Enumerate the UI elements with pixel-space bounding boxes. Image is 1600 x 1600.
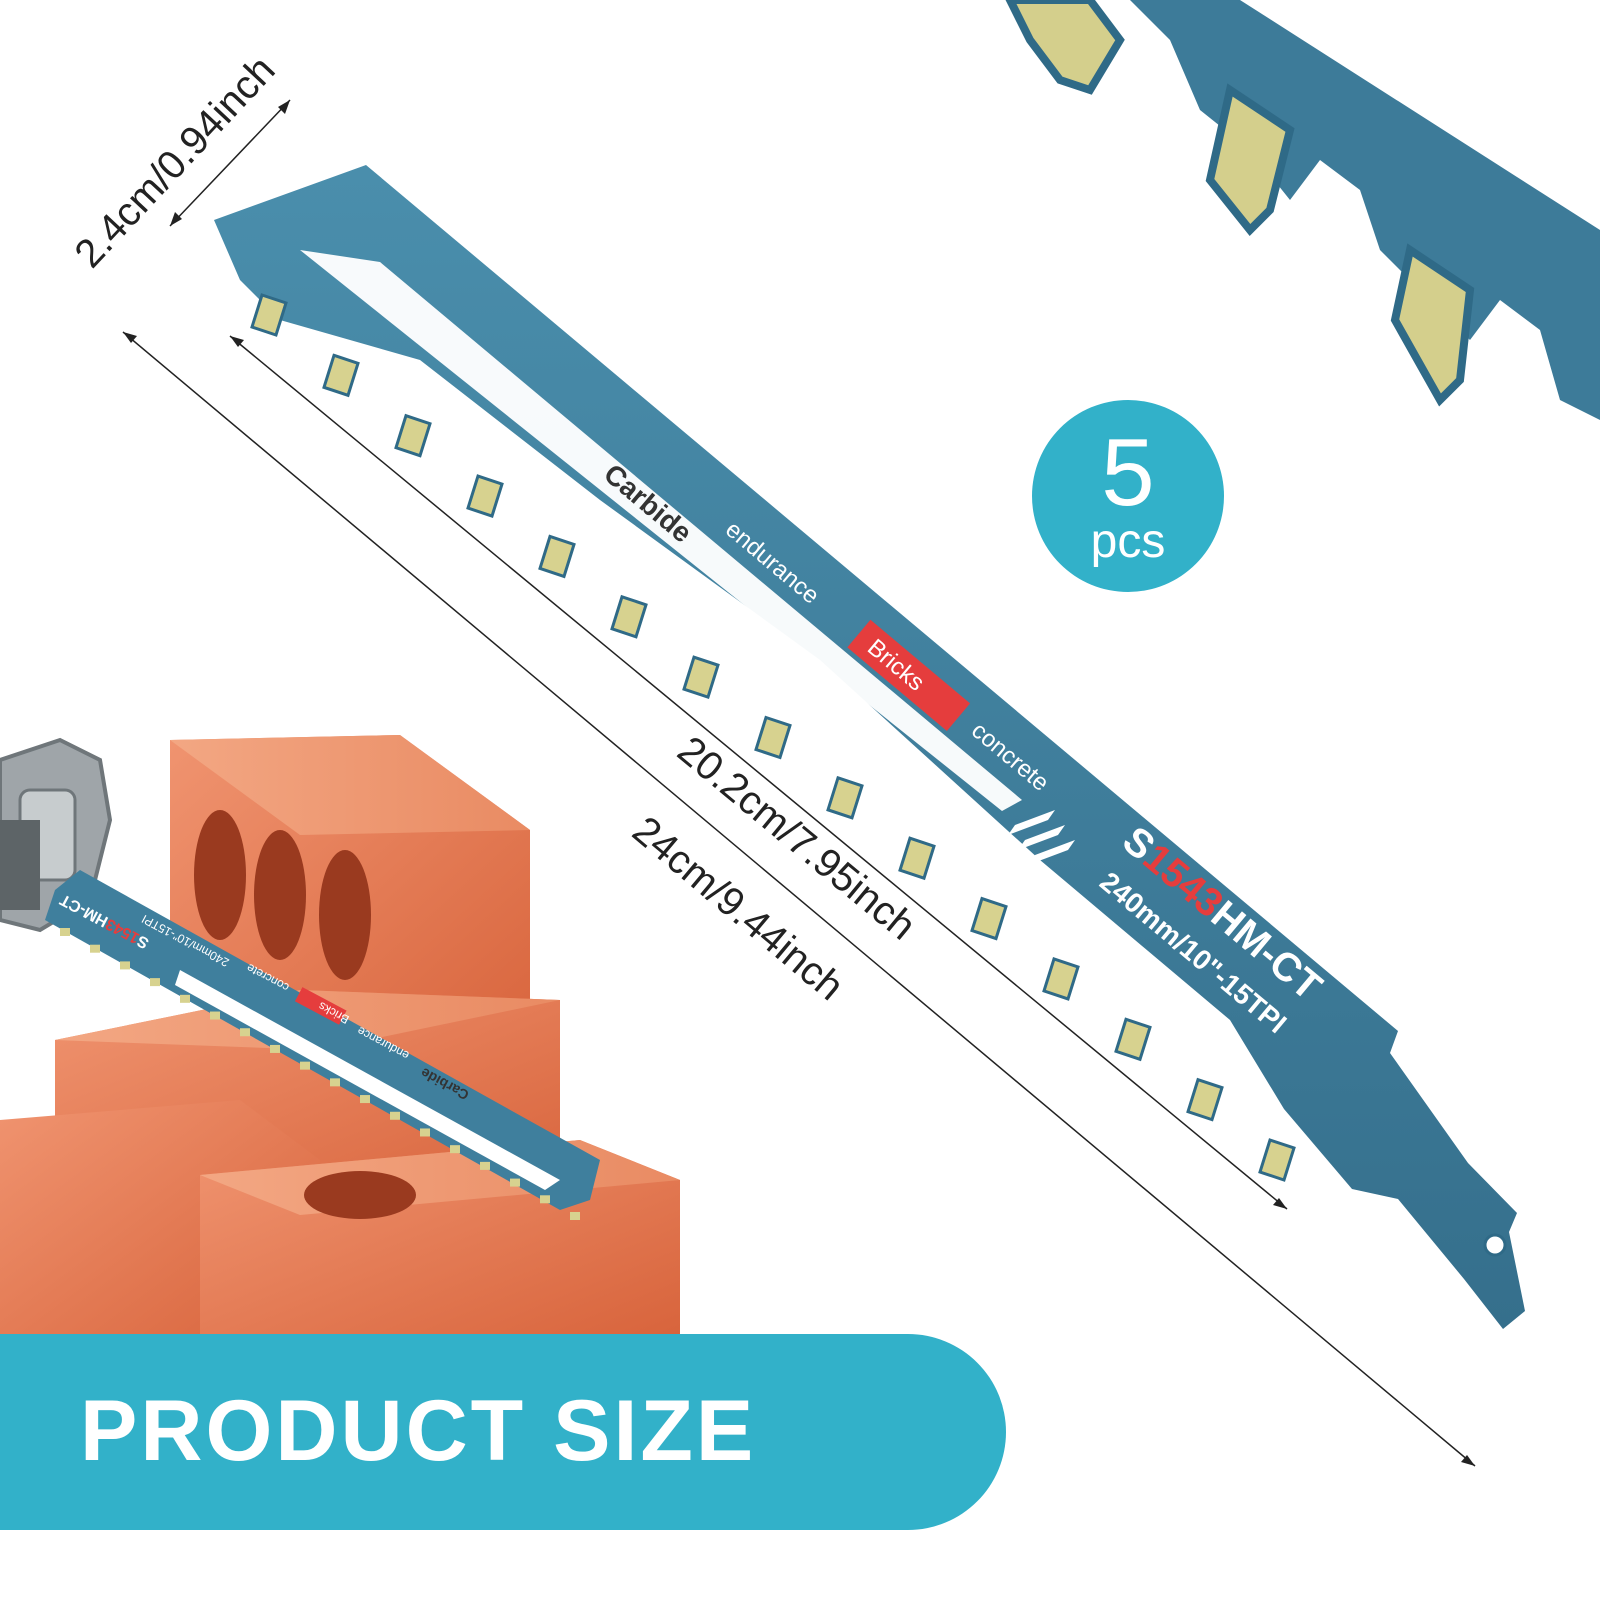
small-blade-tooth <box>90 944 100 953</box>
small-blade-tooth <box>540 1195 550 1204</box>
small-blade-tooth <box>270 1044 280 1053</box>
small-blade-tooth <box>450 1145 460 1154</box>
blade-tooth <box>1042 957 1080 1001</box>
blade-tooth <box>826 775 864 820</box>
blade-tooth <box>610 594 648 639</box>
blade-tooth <box>1258 1138 1296 1182</box>
quantity-number: 5 <box>1101 419 1155 526</box>
quantity-unit: pcs <box>1090 515 1166 568</box>
blade-slot <box>300 250 1022 811</box>
small-blade-tooth <box>240 1028 250 1037</box>
blade-tooth <box>322 353 360 398</box>
cutting-length-label: 20.2cm/7.95inch <box>669 728 923 949</box>
quantity-badge: 5 pcs <box>1032 400 1224 592</box>
small-blade-tooth <box>420 1128 430 1137</box>
blade-tooth <box>970 896 1008 941</box>
blade-tooth <box>250 293 288 337</box>
small-blade-tooth <box>330 1078 340 1087</box>
blade-tooth <box>1114 1017 1152 1062</box>
small-blade-teeth <box>60 928 580 1220</box>
small-blade-tooth <box>60 928 70 936</box>
small-blade-tooth <box>150 978 160 987</box>
blade-tooth <box>538 534 576 579</box>
bricks-tag-bg <box>847 619 971 731</box>
banner-title: PRODUCT SIZE <box>80 1383 757 1479</box>
small-blade-tooth <box>570 1212 580 1220</box>
blade-teeth <box>250 293 1296 1182</box>
blade-tooth <box>682 655 720 700</box>
blade-tooth <box>394 413 432 458</box>
blade-mount-hole <box>1483 1233 1507 1257</box>
small-blade-tooth <box>480 1161 490 1170</box>
blade-tooth <box>466 474 504 518</box>
small-blade-tooth <box>120 961 130 970</box>
small-blade-tooth <box>360 1095 370 1104</box>
blade-tooth <box>754 715 792 760</box>
blade-closeup <box>1000 0 1600 420</box>
small-blade-tooth <box>510 1178 520 1187</box>
blade-stripes <box>1008 810 1075 865</box>
product-size-banner: PRODUCT SIZE <box>0 1334 1006 1530</box>
bricks-illustration: S1543HM-CT 240mm/10"-15TPI concrete Bric… <box>0 735 680 1335</box>
small-blade-tooth <box>390 1111 400 1120</box>
blade-tooth <box>1186 1077 1224 1122</box>
small-blade-tooth <box>300 1061 310 1070</box>
small-blade-tooth <box>180 994 190 1003</box>
small-blade-tooth <box>210 1011 220 1020</box>
blade-tooth <box>898 836 936 881</box>
